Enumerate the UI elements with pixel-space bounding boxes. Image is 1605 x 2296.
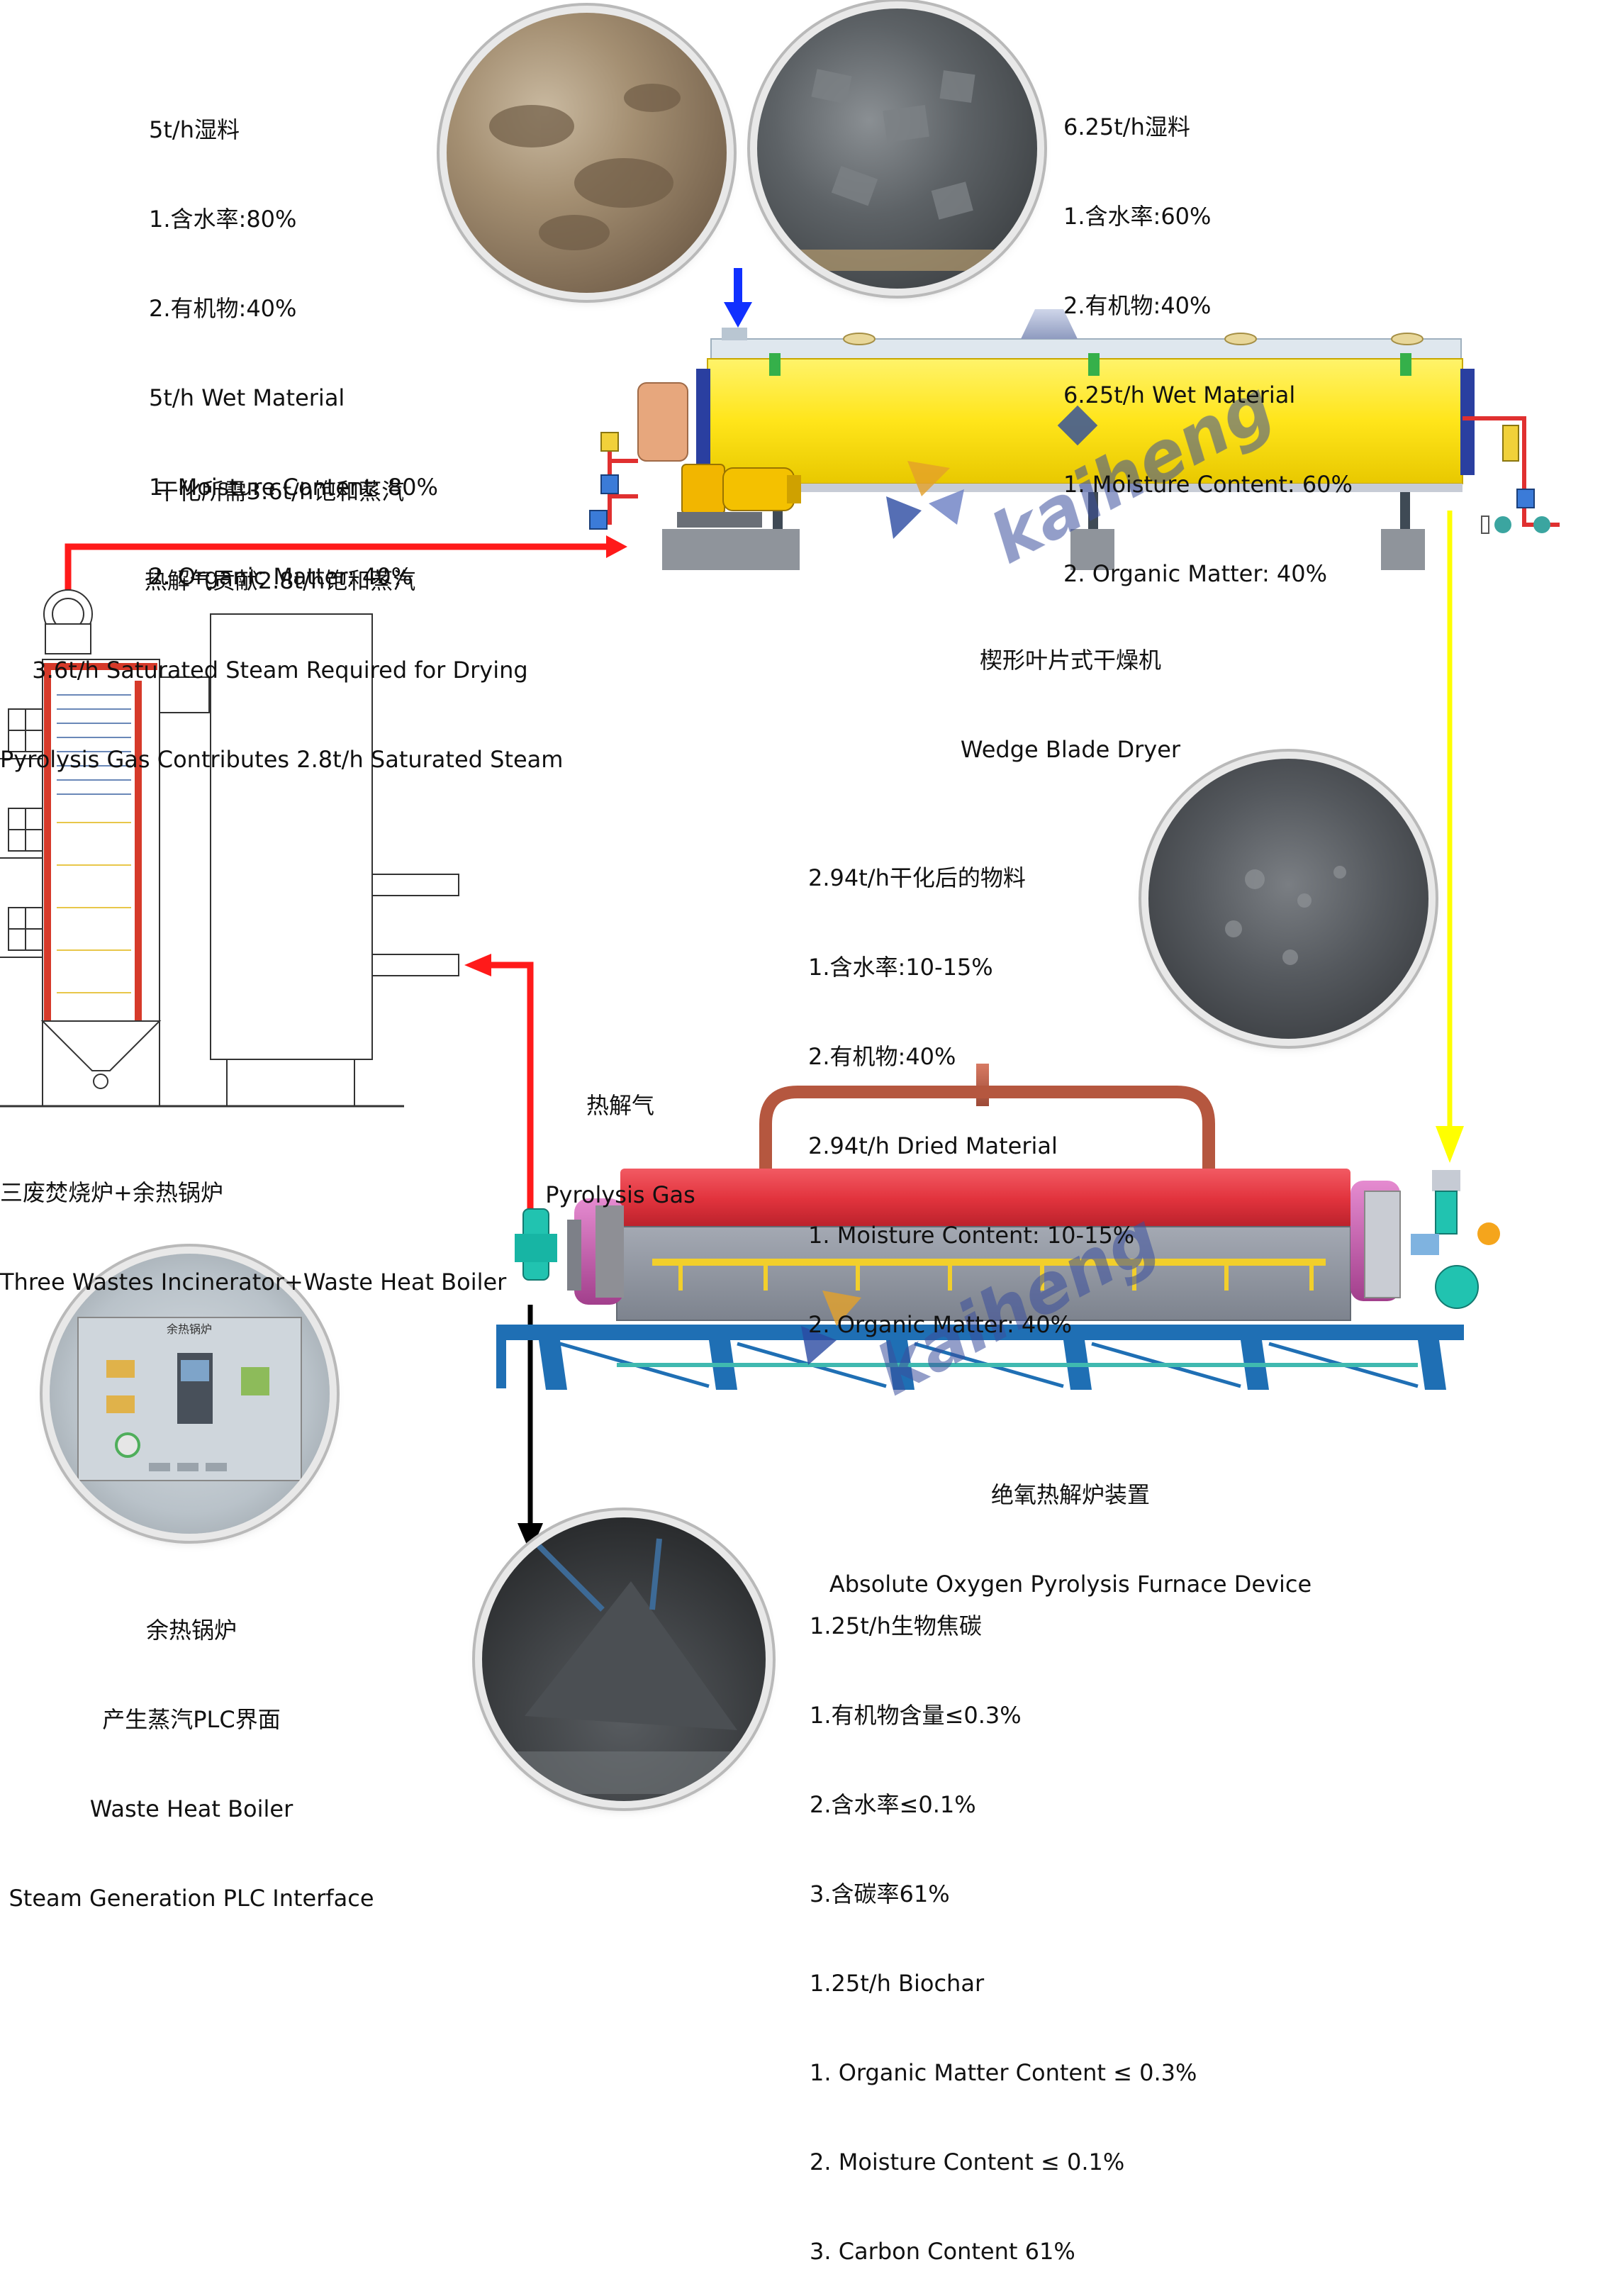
text-line: 2. Organic Matter: 40% — [808, 1311, 1073, 1338]
wet-material-60-photo — [757, 9, 1037, 289]
motor-icon — [637, 382, 801, 528]
text-line: Absolute Oxygen Pyrolysis Furnace Device — [829, 1571, 1312, 1598]
text-line: Wedge Blade Dryer — [960, 736, 1181, 763]
text-line: 5t/h Wet Material — [149, 384, 345, 411]
text-line: 1. Moisture Content: 10-15% — [808, 1222, 1135, 1249]
text-line: 余热锅炉 — [145, 1617, 237, 1644]
pyrolysis-furnace: kaiheng — [496, 1064, 1500, 1411]
text-line: 三废焚烧炉+余热锅炉 — [0, 1179, 223, 1206]
text-line: 2.含水率≤0.1% — [810, 1791, 976, 1818]
dryer-label: 楔形叶片式干燥机 Wedge Blade Dryer — [922, 586, 1219, 794]
incinerator-label: 三废焚烧炉+余热锅炉 Three Wastes Incinerator+Wast… — [0, 1118, 510, 1327]
text-line: 1.含水率:10-15% — [808, 954, 993, 981]
text-line: 3.含碳率61% — [810, 1880, 950, 1907]
text-line: Three Wastes Incinerator+Waste Heat Boil… — [0, 1269, 507, 1295]
text-line: Pyrolysis Gas — [545, 1181, 695, 1208]
dried-material-photo — [1148, 759, 1428, 1039]
steam-line-arrow — [65, 535, 627, 596]
text-line: 1. Organic Matter Content ≤ 0.3% — [810, 2059, 1197, 2086]
plc-interface-photo: 余热锅炉 — [50, 1254, 330, 1534]
text-line: Steam Generation PLC Interface — [9, 1885, 374, 1912]
dried-material-arrow — [1436, 511, 1464, 1163]
kaiheng-logo-icon — [886, 405, 1098, 539]
pyrolysis-gas-label: 热解气 Pyrolysis Gas — [539, 1031, 702, 1239]
text-line: 产生蒸汽PLC界面 — [102, 1706, 281, 1733]
incinerator-boiler — [0, 589, 459, 1108]
text-line: 2. Organic Matter: 40% — [1063, 560, 1328, 587]
dried-material-label: 2.94t/h干化后的物料 1.含水率:10-15% 2.有机物:40% 2.9… — [808, 803, 1134, 1369]
text-line: 楔形叶片式干燥机 — [979, 647, 1161, 674]
text-line: 干化所需3.6t/h饱和蒸汽 — [155, 478, 405, 505]
text-line: 热解气 — [586, 1092, 654, 1119]
plc-screen-title: 余热锅炉 — [167, 1322, 212, 1336]
process-diagram: kaiheng — [0, 268, 1560, 1553]
text-line: 2. Moisture Content ≤ 0.1% — [810, 2149, 1125, 2175]
text-line: Waste Heat Boiler — [89, 1795, 293, 1822]
text-line: 2. Organic Matter: 40% — [149, 563, 413, 590]
valve-icon — [589, 432, 619, 530]
text-line: 2.94t/h Dried Material — [808, 1132, 1058, 1159]
text-line: 6.25t/h Wet Material — [1063, 381, 1296, 408]
text-line: 6.25t/h湿料 — [1063, 113, 1190, 140]
wet-material-80-label: 5t/h湿料 1.含水率:80% 2.有机物:40% 5t/h Wet Mate… — [149, 55, 438, 621]
feed-arrow-icon — [724, 268, 752, 328]
text-line: 2.有机物:40% — [808, 1043, 956, 1070]
text-line: 1.有机物含量≤0.3% — [810, 1702, 1022, 1729]
text-line: 1. Moisture Content: 60% — [1063, 471, 1353, 498]
furnace-label: 绝氧热解炉装置 Absolute Oxygen Pyrolysis Furnac… — [815, 1420, 1326, 1629]
biochar-label: 1.25t/h生物焦碳 1.有机物含量≤0.3% 2.含水率≤0.1% 3.含碳… — [810, 1551, 1197, 2296]
text-line: 绝氧热解炉装置 — [990, 1481, 1150, 1508]
wet-material-80-photo — [447, 13, 727, 293]
text-line: 2.94t/h干化后的物料 — [808, 864, 1026, 891]
text-line: 1.含水率:60% — [1063, 203, 1212, 230]
text-line: 3. Carbon Content 61% — [810, 2238, 1075, 2265]
text-line: 3.6t/h Saturated Steam Required for Dryi… — [32, 657, 528, 684]
biochar-arrow — [518, 1305, 543, 1553]
wet-material-60-label: 6.25t/h湿料 1.含水率:60% 2.有机物:40% 6.25t/h We… — [1063, 52, 1353, 618]
text-line: 热解气贡献2.8t/h饱和蒸汽 — [144, 567, 416, 594]
wedge-blade-dryer: kaiheng — [589, 268, 1560, 579]
biochar-photo — [482, 1517, 766, 1801]
text-line: 2.有机物:40% — [1063, 292, 1212, 319]
text-line: 1.25t/h Biochar — [810, 1970, 985, 1997]
pyrolysis-gas-arrow — [464, 954, 534, 1209]
text-line: 1.含水率:80% — [149, 206, 297, 233]
text-line: 1. Moisture Content: 80% — [149, 474, 438, 501]
text-line: Pyrolysis Gas Contributes 2.8t/h Saturat… — [0, 746, 564, 773]
text-line: 2.有机物:40% — [149, 295, 297, 322]
text-line: 1.25t/h生物焦碳 — [810, 1612, 982, 1639]
text-line: 5t/h湿料 — [149, 116, 240, 143]
steam-note-label: 干化所需3.6t/h饱和蒸汽 热解气贡献2.8t/h饱和蒸汽 3.6t/h Sa… — [0, 417, 564, 804]
plc-label: 余热锅炉 产生蒸汽PLC界面 Waste Heat Boiler Steam G… — [0, 1556, 383, 1943]
